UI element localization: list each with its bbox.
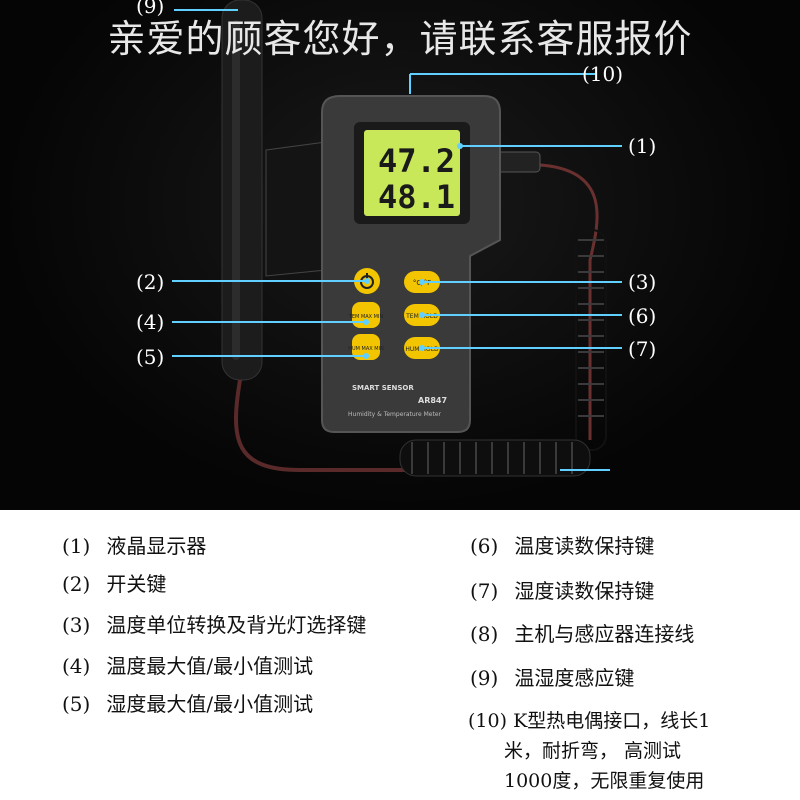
legend-item-3: (3) 温度单位转换及背光灯选择键 bbox=[62, 613, 367, 637]
legend-panel bbox=[0, 510, 800, 800]
legend-item-5: (5) 湿度最大值/最小值测试 bbox=[62, 692, 314, 716]
svg-text:HUM MAX MIN: HUM MAX MIN bbox=[348, 346, 384, 352]
banner-text: 亲爱的顾客您好，请联系客服报价 bbox=[107, 17, 693, 61]
legend-item-4: (4) 温度最大值/最小值测试 bbox=[62, 654, 314, 678]
legend-item-10-line2: 米，耐折弯， 高测试 bbox=[504, 740, 682, 762]
brand-label: SMART SENSOR bbox=[352, 384, 414, 392]
legend-item-10: (10) K型热电偶接口，线长1 米，耐折弯， 高测试 1000度，无限重复使用 bbox=[468, 706, 798, 796]
legend-item-7: (7) 湿度读数保持键 bbox=[470, 579, 655, 603]
legend-item-9: (9) 温湿度感应键 bbox=[470, 666, 635, 690]
legend-item-2: (2) 开关键 bbox=[62, 572, 167, 596]
legend-item-10-num: (10) bbox=[468, 710, 508, 732]
coiled-cable bbox=[399, 229, 607, 477]
callout-4: (4) bbox=[136, 310, 165, 334]
connection-cable bbox=[234, 379, 560, 472]
callout-7: (7) bbox=[628, 337, 657, 361]
callout-lines bbox=[172, 9, 622, 471]
legend-item-10-line1: K型热电偶接口，线长1 bbox=[513, 710, 711, 732]
lcd-temperature: 47.2 bbox=[378, 142, 455, 180]
device-subtitle: Humidity & Temperature Meter bbox=[348, 411, 442, 418]
legend-item-8: (8) 主机与感应器连接线 bbox=[470, 622, 695, 646]
device-illustration: 47.2 48.1 TEM MAX MIN HUM MAX MIN °C/°F … bbox=[172, 0, 622, 477]
callout-5: (5) bbox=[136, 345, 165, 369]
lcd-screen bbox=[364, 130, 460, 216]
product-photo: 47.2 48.1 TEM MAX MIN HUM MAX MIN °C/°F … bbox=[0, 0, 800, 510]
callout-2: (2) bbox=[136, 270, 165, 294]
hum-maxmin-button[interactable]: HUM MAX MIN bbox=[348, 334, 384, 360]
lcd-humidity: 48.1 bbox=[378, 178, 455, 216]
svg-text:TEM MAX MIN: TEM MAX MIN bbox=[348, 314, 384, 320]
model-label: AR847 bbox=[418, 396, 447, 405]
legend-item-10-line3: 1000度，无限重复使用 bbox=[504, 770, 705, 792]
probe-holster bbox=[265, 141, 327, 277]
callout-1: (1) bbox=[628, 134, 657, 158]
callout-10: (10) bbox=[582, 62, 624, 86]
legend-item-6: (6) 温度读数保持键 bbox=[470, 534, 655, 558]
callout-6: (6) bbox=[628, 304, 657, 328]
callout-9: (9) bbox=[136, 0, 165, 18]
legend-item-1: (1) 液晶显示器 bbox=[62, 534, 207, 558]
callout-3: (3) bbox=[628, 270, 657, 294]
